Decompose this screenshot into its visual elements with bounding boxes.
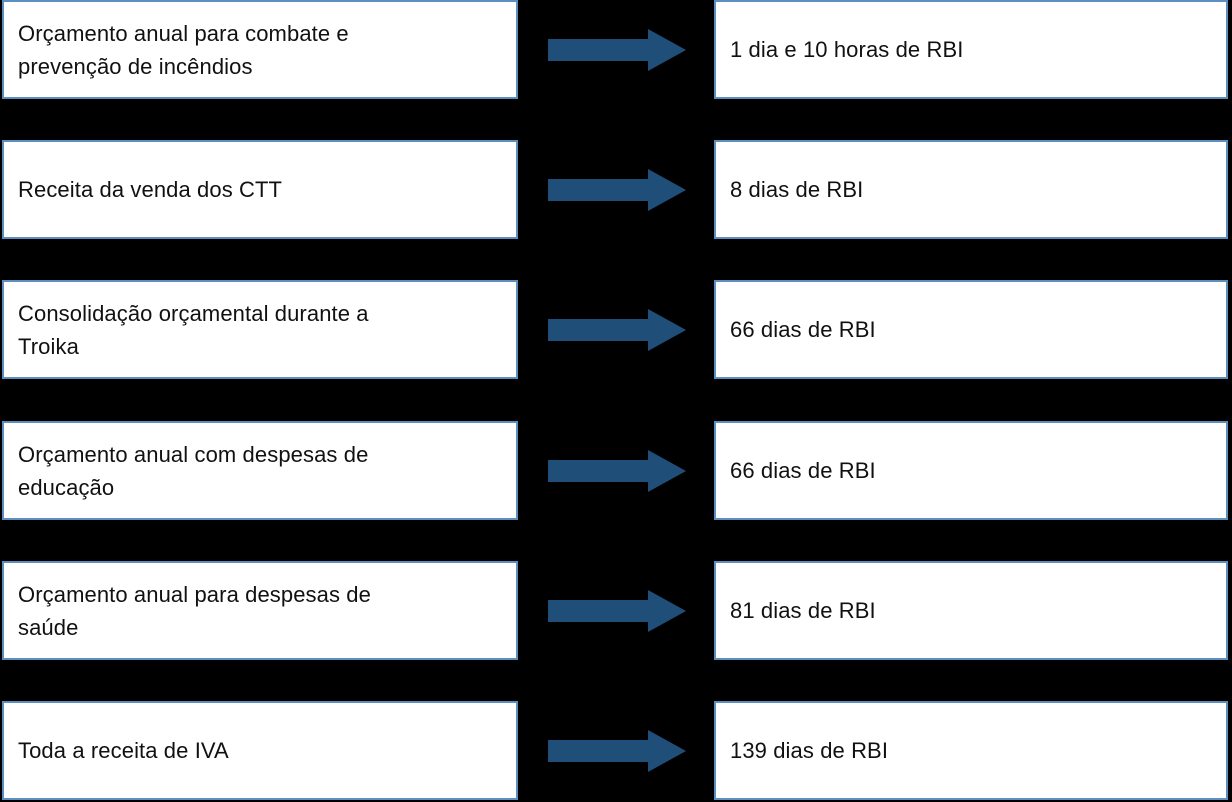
result-box[interactable]: 66 dias de RBI	[714, 280, 1228, 379]
source-box-label: Receita da venda dos CTT	[18, 177, 283, 202]
diagram-row: Orçamento anual para despesas de saúde 8…	[0, 561, 1232, 660]
source-box[interactable]: Consolidação orçamental durante a Troika	[2, 280, 518, 379]
source-box-label: Toda a receita de IVA	[18, 738, 229, 763]
diagram-row: Receita da venda dos CTT 8 dias de RBI	[0, 140, 1232, 239]
arrow-cell	[518, 140, 714, 239]
result-box[interactable]: 1 dia e 10 horas de RBI	[714, 0, 1228, 99]
diagram-row: Consolidação orçamental durante a Troika…	[0, 280, 1232, 379]
right-block-arrow-icon	[548, 168, 686, 211]
source-box[interactable]: Toda a receita de IVA	[2, 701, 518, 800]
arrow-cell	[518, 421, 714, 520]
source-box-label: Orçamento anual para despesas de saúde	[18, 581, 371, 640]
result-box-label: 66 dias de RBI	[730, 458, 876, 483]
arrow-cell	[518, 701, 714, 800]
source-box[interactable]: Orçamento anual para despesas de saúde	[2, 561, 518, 660]
result-box-label: 8 dias de RBI	[730, 177, 864, 202]
source-box-label: Consolidação orçamental durante a Troika	[18, 300, 369, 359]
source-box-label: Orçamento anual com despesas de educação	[18, 441, 369, 500]
right-block-arrow-icon	[548, 449, 686, 492]
arrow-cell	[518, 0, 714, 99]
source-box[interactable]: Receita da venda dos CTT	[2, 140, 518, 239]
arrow-cell	[518, 280, 714, 379]
source-box-label: Orçamento anual para combate e prevenção…	[18, 20, 349, 79]
result-box-label: 81 dias de RBI	[730, 598, 876, 623]
right-block-arrow-icon	[548, 589, 686, 632]
result-box[interactable]: 139 dias de RBI	[714, 701, 1228, 800]
result-box[interactable]: 8 dias de RBI	[714, 140, 1228, 239]
result-box-label: 139 dias de RBI	[730, 738, 889, 763]
right-block-arrow-icon	[548, 28, 686, 71]
result-box-label: 66 dias de RBI	[730, 317, 876, 342]
diagram-row: Toda a receita de IVA 139 dias de RBI	[0, 701, 1232, 800]
source-box[interactable]: Orçamento anual com despesas de educação	[2, 421, 518, 520]
diagram-row: Orçamento anual com despesas de educação…	[0, 421, 1232, 520]
result-box[interactable]: 81 dias de RBI	[714, 561, 1228, 660]
result-box-label: 1 dia e 10 horas de RBI	[730, 37, 964, 62]
right-block-arrow-icon	[548, 729, 686, 772]
right-block-arrow-icon	[548, 308, 686, 351]
source-box[interactable]: Orçamento anual para combate e prevenção…	[2, 0, 518, 99]
diagram-row: Orçamento anual para combate e prevenção…	[0, 0, 1232, 99]
arrow-cell	[518, 561, 714, 660]
result-box[interactable]: 66 dias de RBI	[714, 421, 1228, 520]
